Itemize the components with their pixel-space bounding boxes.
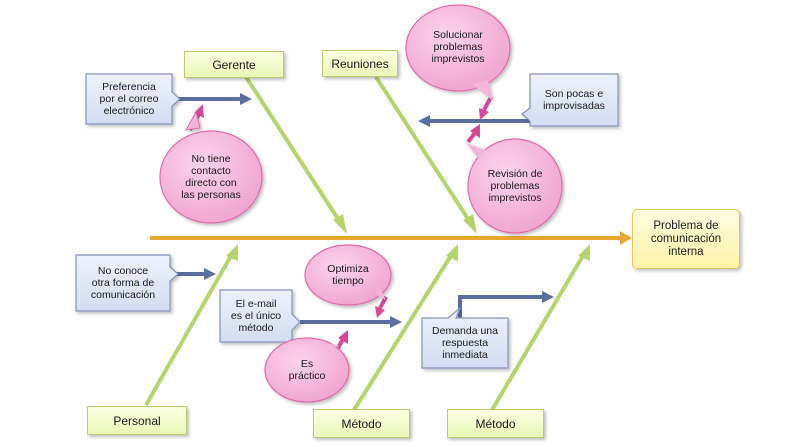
bone-metodo-2 bbox=[490, 252, 586, 412]
bone-gerente bbox=[244, 75, 342, 224]
category-personal: Personal bbox=[87, 406, 187, 435]
cause-box-email-unico bbox=[219, 289, 301, 343]
callout-no-tiene-bubble bbox=[159, 130, 263, 224]
cause-box-preferencia bbox=[85, 73, 181, 125]
bone-metodo-2-arrowhead bbox=[578, 244, 590, 261]
category-reuniones: Reuniones bbox=[322, 50, 398, 77]
pink-arrow-revision-head bbox=[470, 124, 480, 138]
category-gerente: Gerente bbox=[184, 51, 284, 78]
cause-box-demanda bbox=[421, 307, 509, 369]
pink-arrow-no-tiene-head bbox=[194, 104, 204, 118]
callout-no-tiene bbox=[185, 110, 201, 131]
bone-personal bbox=[144, 253, 234, 406]
bone-metodo-1-arrowhead bbox=[446, 244, 458, 261]
effect-problem: Problema de comunicación interna bbox=[632, 209, 740, 269]
cause-box-no-conoce bbox=[75, 254, 179, 312]
cause-box-son-pocas bbox=[521, 73, 619, 127]
pink-arrow-es-practico-head bbox=[338, 330, 348, 344]
pink-arrow-solucionar-head bbox=[479, 108, 489, 120]
arrow-no-conoce-head bbox=[204, 268, 216, 280]
arrow-email-unico-head bbox=[390, 316, 402, 328]
spine-arrowhead bbox=[620, 231, 632, 245]
pink-arrow-solucionar bbox=[482, 96, 493, 111]
callout-revision-tail bbox=[466, 143, 486, 158]
bone-personal-arrowhead bbox=[226, 244, 238, 261]
pink-arrow-revision bbox=[466, 131, 477, 144]
bone-reuniones bbox=[374, 75, 472, 224]
bone-metodo-1 bbox=[352, 252, 454, 412]
bone-gerente-arrowhead bbox=[333, 214, 347, 234]
category-metodo-1: Método bbox=[313, 409, 410, 438]
category-metodo-2: Método bbox=[447, 409, 544, 438]
callout-optimiza-bubble bbox=[304, 244, 392, 306]
arrow-preferencia-head bbox=[240, 93, 252, 105]
arrow-demanda-head bbox=[542, 291, 554, 303]
pink-arrow-optimiza-head bbox=[375, 306, 385, 318]
arrow-son-pocas-head bbox=[418, 115, 430, 127]
pink-arrow-es-practico bbox=[336, 338, 345, 349]
callout-es-practico-bubble bbox=[264, 337, 350, 403]
callout-solucionar-bubble bbox=[405, 4, 511, 92]
callout-solucionar-tail bbox=[472, 80, 492, 100]
callout-optimiza-tail bbox=[376, 285, 386, 300]
callout-es-practico-tail bbox=[326, 343, 340, 348]
callout-revision-bubble bbox=[467, 138, 563, 234]
bone-reuniones-arrowhead bbox=[463, 214, 477, 234]
